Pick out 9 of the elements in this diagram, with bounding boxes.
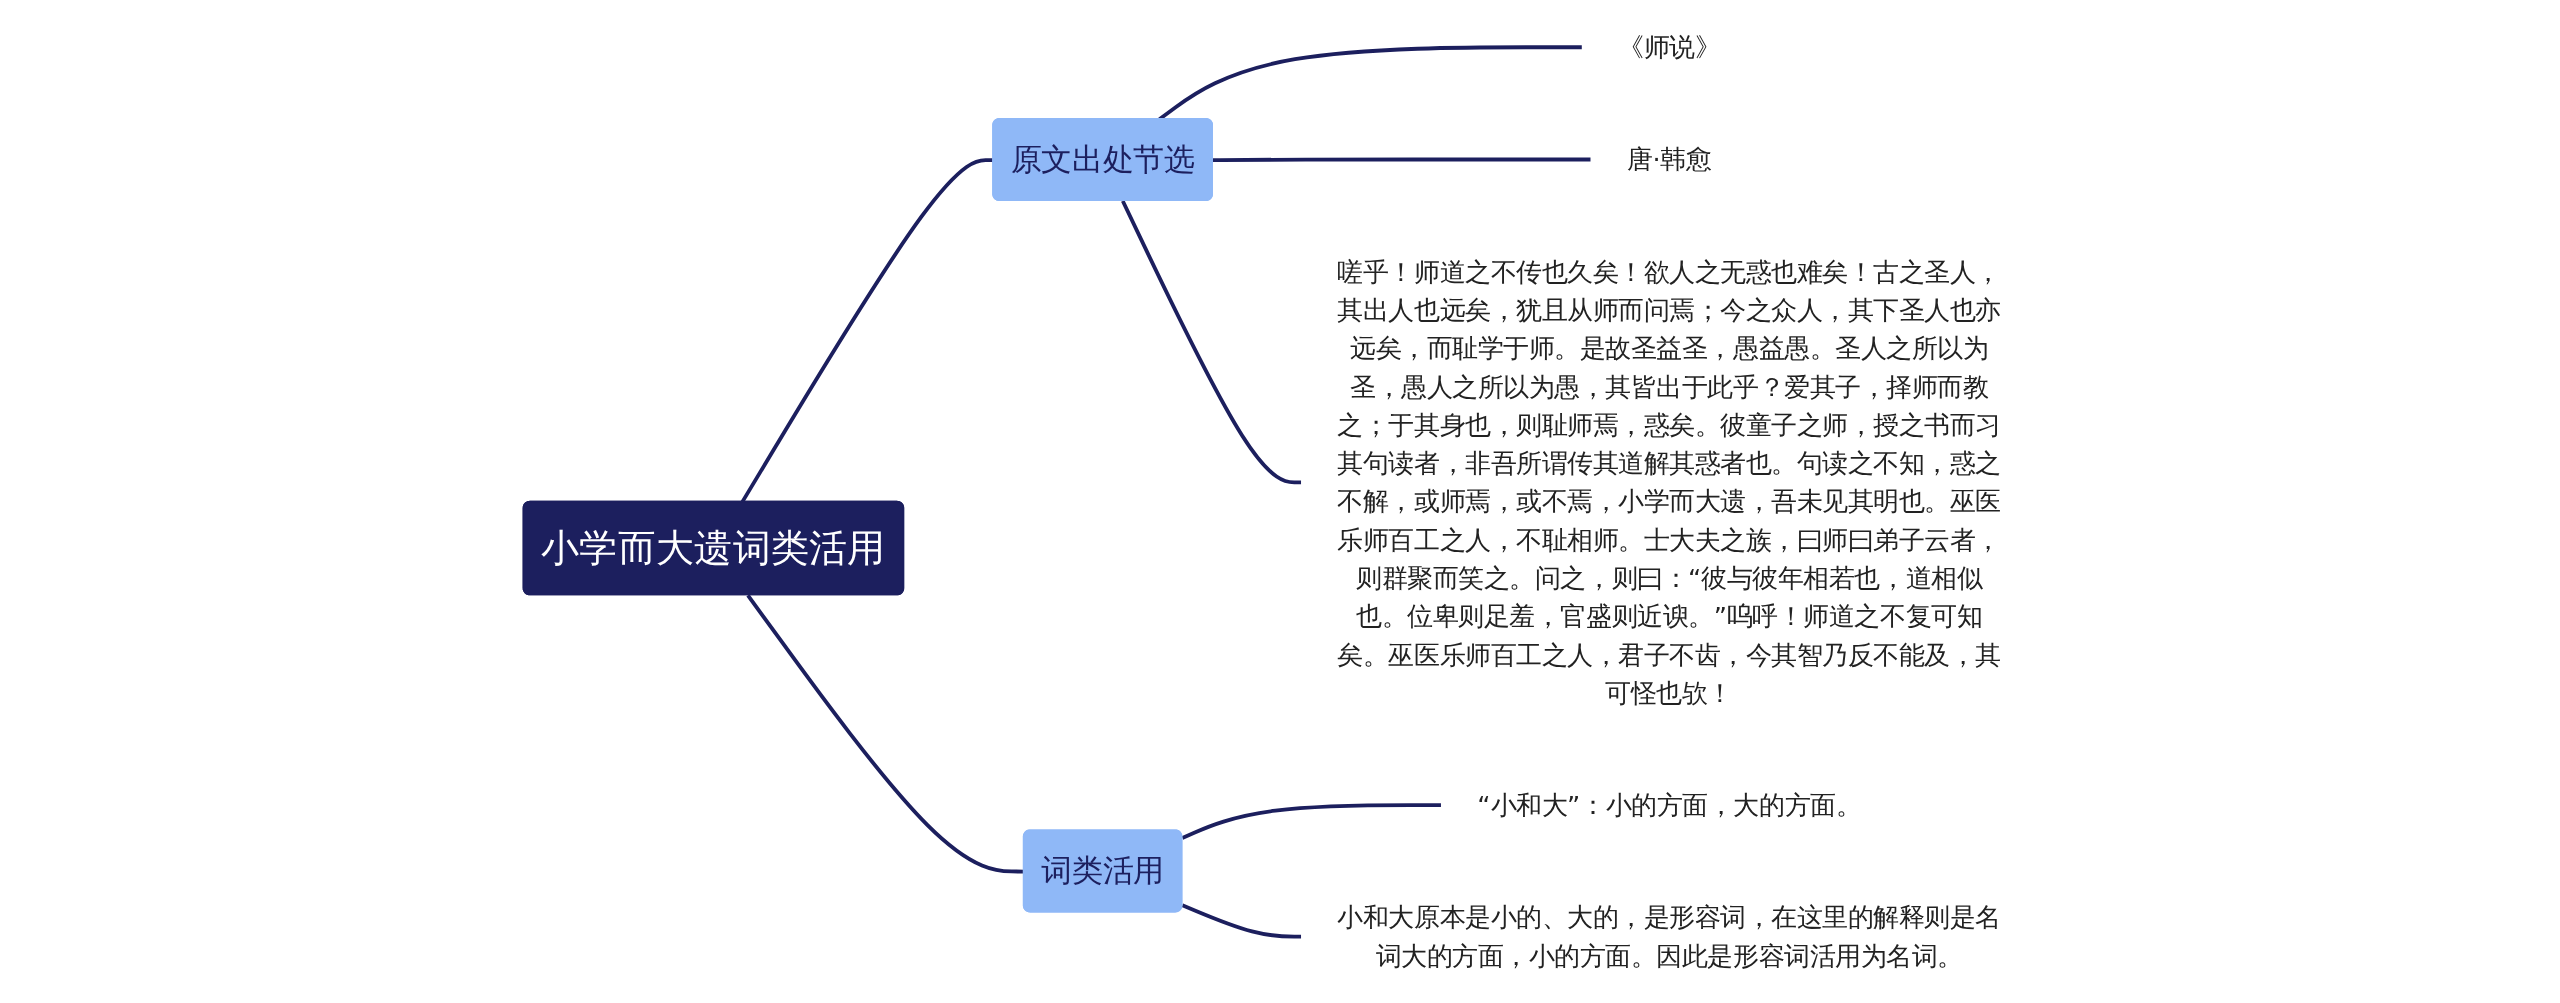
connector (1181, 903, 1302, 939)
node-text: 唐·韩愈 (1626, 144, 1712, 175)
node-text: 嗟乎！师道之不传也久矣！欲人之无惑也难矣！古之圣人，其出人也远矣，犹且从师而问焉；今之众人，其下圣人也亦远矣，而耻学于师。是故圣益圣，愚益愚。圣人之所以为圣，愚人之所以为愚，其皆出于此乎？爱其子，择师而教之；于其身也，则耻师焉，惑矣。彼童子之师，授之书而习其句读者，非吾所谓传其道解其惑者也。句读之不知，惑之不解，或师焉，或不焉，小学而大遗，吾未见其明也。巫医乐师百工之人，不耻相师。士大夫之族，曰师曰弟子云者，则群聚而笑之。问之，则曰：“彼与彼年相若也，道相似也。位卑则足羞，官盛则近谀。”呜呼！师道之不复可知矣。巫医乐师百工之人，君子不齿，今其智乃反不能及，其可怪也欤！ (1337, 256, 2001, 709)
connector (1121, 200, 1302, 485)
node-text: 《师说》 (1618, 31, 1721, 63)
connector (1181, 803, 1442, 840)
node-text: “小和大”：小的方面，大的方面。 (1477, 789, 1862, 821)
node-text: 小和大原本是小的、大的，是形容词，在这里的解释则是名词大的方面，小的方面。因此是形容词活用为名词。 (1337, 902, 2001, 972)
connector (1213, 157, 1592, 163)
